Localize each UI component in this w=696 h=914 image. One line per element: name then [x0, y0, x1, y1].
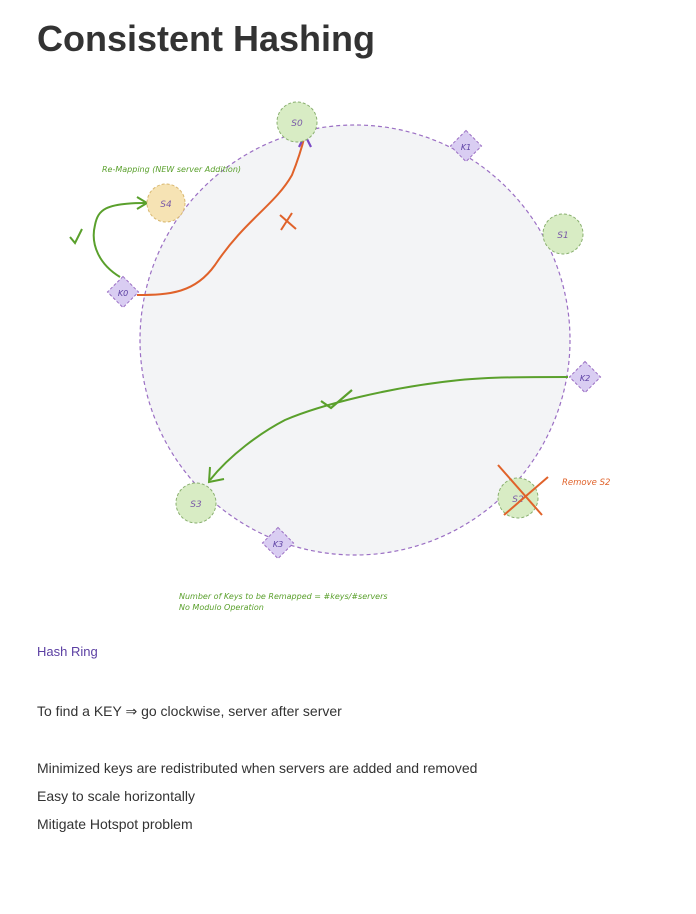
green-check-middle — [320, 389, 353, 410]
no-modulo-note: No Modulo Operation — [179, 603, 264, 612]
remove-s2-label: Remove S2 — [562, 478, 610, 488]
paragraph-minimized-keys: Minimized keys are redistributed when se… — [37, 760, 478, 776]
hash-ring-diagram: S0 S1 S2 S3 S4 K0 K1 K2 K3 Re-Mapping (N… — [69, 101, 610, 612]
server-s0: S0 — [276, 101, 318, 143]
remapping-label: Re-Mapping (NEW server Addition) — [102, 165, 241, 174]
server-s3: S3 — [175, 482, 217, 524]
svg-text:K1: K1 — [461, 143, 471, 152]
key-k2: K2 — [568, 360, 602, 394]
page-title: Consistent Hashing — [37, 18, 376, 59]
orange-arrow-k0-to-s0 — [136, 134, 306, 296]
svg-text:S4: S4 — [160, 200, 172, 210]
green-check-left — [69, 228, 83, 245]
svg-text:S1: S1 — [557, 231, 568, 241]
svg-text:K2: K2 — [580, 374, 590, 383]
key-k1: K1 — [449, 129, 483, 163]
svg-text:S0: S0 — [291, 119, 303, 129]
green-arrow-k0-to-s4 — [92, 202, 146, 278]
hash-ring — [139, 124, 571, 556]
svg-text:K3: K3 — [273, 540, 283, 549]
paragraph-scale: Easy to scale horizontally — [37, 788, 195, 804]
server-s4-new: S4 — [146, 183, 186, 223]
svg-text:S2: S2 — [512, 495, 524, 505]
svg-text:K0: K0 — [118, 289, 128, 298]
green-arrowhead-s3 — [207, 466, 225, 484]
green-arrow-k2-to-s3 — [209, 376, 569, 481]
paragraph-hotspot: Mitigate Hotspot problem — [37, 816, 193, 832]
paragraph-find-key: To find a KEY ⇒ go clockwise, server aft… — [37, 703, 342, 719]
server-s1: S1 — [542, 213, 584, 255]
server-s2-removed: S2 — [497, 464, 549, 519]
key-k3: K3 — [261, 526, 295, 560]
remove-cross-mark — [497, 464, 549, 516]
hash-ring-link[interactable]: Hash Ring — [37, 644, 98, 659]
key-k0: K0 — [106, 275, 140, 309]
orange-cross-mark — [279, 212, 297, 231]
svg-text:S3: S3 — [190, 500, 202, 510]
remap-count-note: Number of Keys to be Remapped = #keys/#s… — [179, 592, 388, 601]
